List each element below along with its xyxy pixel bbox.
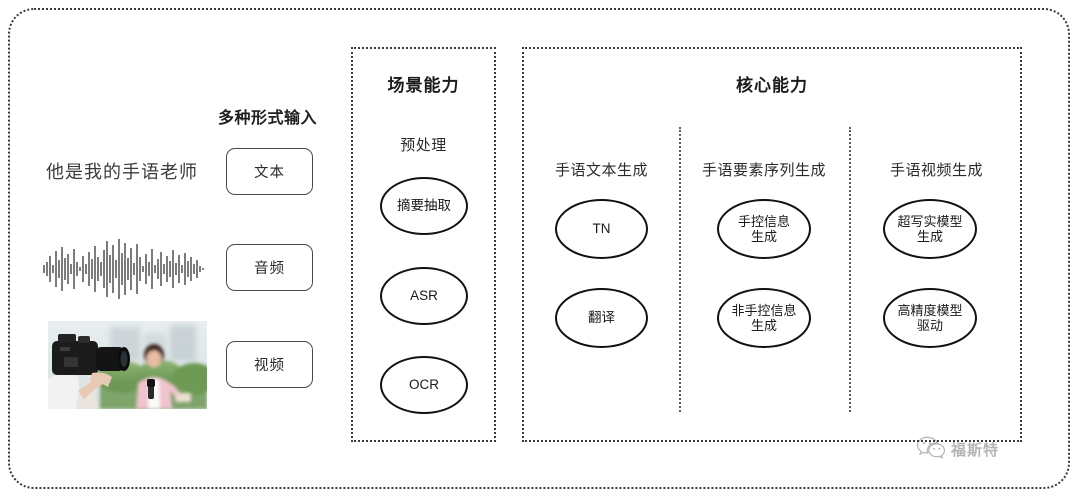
modality-button-audio-label: 音频 (254, 261, 285, 277)
core-node-translation[interactable]: 翻译 (555, 288, 648, 348)
core-node-manual-info-generation-label: 手控信息 生成 (737, 213, 790, 244)
core-node-manual-info-generation[interactable]: 手控信息 生成 (717, 199, 811, 259)
core-node-high-precision-model-driving-label: 高精度模型 驱动 (897, 302, 963, 333)
core-column-1-title: 手语文本生成 (554, 162, 648, 179)
modality-button-text-label: 文本 (254, 165, 285, 181)
core-column-2-title: 手语要素序列生成 (701, 162, 826, 179)
sample-input-text: 他是我的手语老师 (46, 162, 198, 182)
input-section-caption: 多种形式输入 (218, 110, 318, 127)
scene-node-ocr[interactable]: OCR (380, 356, 468, 414)
scene-node-summary-extraction-label: 摘要抽取 (397, 198, 451, 214)
scene-node-ocr-label: OCR (409, 377, 439, 393)
scene-node-asr[interactable]: ASR (380, 267, 468, 325)
watermark: 福斯特 (916, 435, 999, 464)
scene-capability-panel: 场景能力 预处理 摘要抽取 ASR OCR (351, 47, 496, 442)
audio-waveform (38, 238, 210, 300)
core-node-hyperrealistic-model-generation[interactable]: 超写实模型 生成 (883, 199, 977, 259)
scene-node-asr-label: ASR (410, 288, 438, 304)
core-node-translation-label: 翻译 (588, 310, 615, 326)
core-capability-panel: 核心能力 手语文本生成 TN 翻译 手语要素序列生成 手控信息 生成 非手控信息… (522, 47, 1022, 442)
watermark-text: 福斯特 (951, 442, 1000, 459)
core-node-nonmanual-info-generation[interactable]: 非手控信息 生成 (717, 288, 811, 348)
core-panel-title: 核心能力 (736, 76, 808, 95)
core-node-hyperrealistic-model-generation-label: 超写实模型 生成 (897, 213, 963, 244)
video-thumbnail (48, 321, 207, 409)
core-node-nonmanual-info-generation-label: 非手控信息 生成 (731, 302, 797, 333)
modality-button-video-label: 视频 (254, 358, 285, 374)
outer-frame (8, 8, 1070, 489)
core-node-tn-label: TN (592, 221, 611, 237)
scene-node-summary-extraction[interactable]: 摘要抽取 (380, 177, 468, 235)
scene-panel-title: 场景能力 (387, 76, 460, 95)
core-node-high-precision-model-driving[interactable]: 高精度模型 驱动 (883, 288, 977, 348)
modality-button-text[interactable]: 文本 (226, 148, 313, 195)
modality-button-audio[interactable]: 音频 (226, 244, 313, 291)
scene-group-title: 预处理 (400, 137, 447, 154)
wechat-logo-icon (916, 435, 946, 464)
core-column-divider-2 (849, 127, 851, 412)
core-column-3-title: 手语视频生成 (889, 162, 983, 179)
modality-button-video[interactable]: 视频 (226, 341, 313, 388)
core-column-divider-1 (679, 127, 681, 412)
core-node-tn[interactable]: TN (555, 199, 648, 259)
